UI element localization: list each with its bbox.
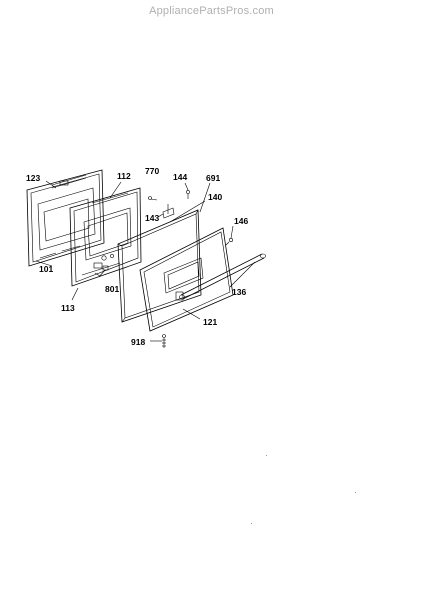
callout-801: 801 <box>105 284 119 294</box>
callout-143: 143 <box>145 213 159 223</box>
door-glass-121 <box>139 227 234 332</box>
door-handle-136 <box>175 253 266 301</box>
callout-123: 123 <box>26 173 40 183</box>
leader-lines <box>35 180 256 342</box>
callout-770: 770 <box>145 166 159 176</box>
scan-specks <box>251 455 356 524</box>
site-watermark: AppliancePartsPros.com <box>149 5 274 17</box>
inner-door-panel-123 <box>26 169 105 267</box>
door-liner-112 <box>69 187 142 287</box>
callout-121: 121 <box>203 317 217 327</box>
callout-140: 140 <box>208 192 222 202</box>
callout-112: 112 <box>117 171 131 181</box>
callout-146: 146 <box>234 216 248 226</box>
callout-101: 101 <box>39 264 53 274</box>
callout-691: 691 <box>206 173 220 183</box>
callout-136: 136 <box>232 287 246 297</box>
callout-labels: 123 112 770 144 691 140 143 146 101 801 … <box>26 166 248 347</box>
callout-918: 918 <box>131 337 145 347</box>
callout-144: 144 <box>173 172 187 182</box>
callout-113: 113 <box>61 303 75 313</box>
hardware-parts <box>98 190 234 348</box>
